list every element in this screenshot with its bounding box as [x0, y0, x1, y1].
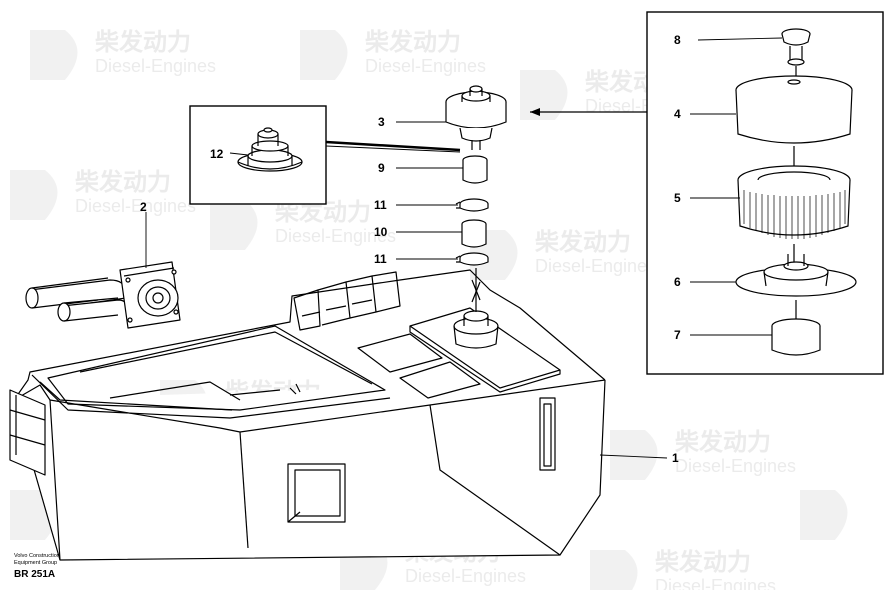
callout-7: 7 [674, 328, 681, 342]
svg-text:柴发动力: 柴发动力 [94, 28, 191, 56]
callout-3: 3 [378, 115, 385, 129]
pipe-assembly [25, 261, 181, 329]
svg-text:Diesel-Engines: Diesel-Engines [655, 576, 776, 590]
callout-4: 4 [674, 107, 681, 121]
svg-text:Diesel-Engines: Diesel-Engines [275, 226, 396, 246]
callout-9: 9 [378, 161, 385, 175]
detail-box-connector [325, 140, 461, 152]
svg-text:Diesel-Engines: Diesel-Engines [365, 56, 486, 76]
callout-10: 10 [374, 225, 388, 239]
callout-11-lower: 11 [374, 252, 387, 266]
svg-text:Diesel-Engines: Diesel-Engines [75, 196, 196, 216]
svg-text:柴发动力: 柴发动力 [74, 168, 171, 196]
callout-5: 5 [674, 191, 681, 205]
housing-box [9, 269, 606, 561]
callout-labels: 1 2 3 4 5 6 7 8 9 10 11 11 12 [140, 33, 681, 465]
drawing-footer: Volvo Construction Equipment Group BR 25… [14, 553, 60, 580]
svg-text:Diesel-Engines: Diesel-Engines [95, 56, 216, 76]
svg-text:柴发动力: 柴发动力 [654, 548, 751, 576]
fan-motor-stack [445, 85, 507, 312]
company-name-line2: Equipment Group [14, 560, 58, 566]
drawing-code: BR 251A [14, 569, 56, 580]
filter-exploded-box [530, 11, 884, 375]
detail-box-12 [189, 105, 461, 205]
svg-text:Diesel-Engines: Diesel-Engines [535, 256, 656, 276]
callout-11-upper: 11 [374, 198, 387, 212]
callout-8: 8 [674, 33, 681, 47]
callout-12: 12 [210, 147, 224, 161]
leader-lines [145, 37, 783, 459]
svg-text:柴发动力: 柴发动力 [534, 228, 631, 256]
callout-2: 2 [140, 200, 147, 214]
svg-text:柴发动力: 柴发动力 [364, 28, 461, 56]
company-name-line1: Volvo Construction [14, 553, 60, 559]
svg-text:柴发动力: 柴发动力 [674, 428, 771, 456]
svg-text:Diesel-Engines: Diesel-Engines [675, 456, 796, 476]
callout-1: 1 [672, 451, 679, 465]
svg-text:Diesel-Engines: Diesel-Engines [405, 566, 526, 586]
callout-6: 6 [674, 275, 681, 289]
